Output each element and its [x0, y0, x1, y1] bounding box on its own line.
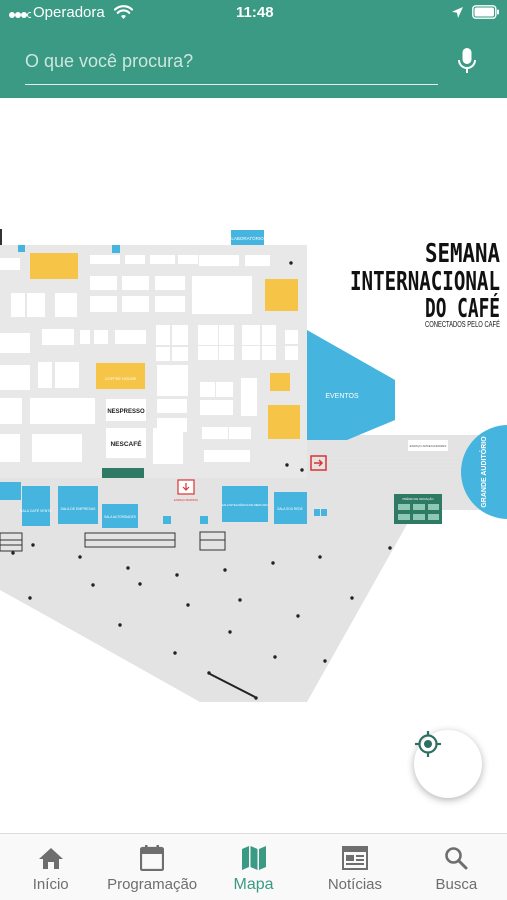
brand-title-line1: SEMANA — [425, 239, 500, 269]
espaco-apreciadores-label: ESPAÇO APRECIADORES — [410, 444, 447, 448]
nescafe-label: NESCAFÉ — [110, 439, 142, 448]
exit-sign-icon — [310, 455, 327, 471]
news-icon — [341, 846, 368, 870]
tab-noticias[interactable]: Notícias — [304, 834, 405, 900]
crosshair-icon — [415, 731, 441, 757]
tab-programacao[interactable]: Programação — [101, 834, 202, 900]
espaco-apreciadores-booth — [408, 440, 448, 451]
sala-inteligencia-label: SALA INTELIGÊNCIA DE MERCADO — [222, 502, 270, 507]
premio-stands — [398, 504, 439, 520]
microphone-icon[interactable] — [456, 47, 478, 75]
sala-de-empresas-label: SALA DE EMPRESAS — [60, 507, 96, 511]
battery-icon — [472, 5, 499, 19]
premio-label: PRÊMIO DE INOVAÇÃO — [402, 496, 434, 501]
sala-inteligencia[interactable] — [222, 486, 268, 522]
grande-auditorio[interactable] — [461, 425, 507, 519]
corridor-east — [305, 435, 490, 479]
sala-cafe-vento[interactable] — [22, 486, 50, 526]
sala-cafe-vento-label: SALA CAFÉ VENTO — [20, 508, 52, 513]
tab-busca[interactable]: Busca — [406, 834, 507, 900]
nespresso-label: NESPRESSO — [107, 409, 145, 415]
laboratorio-booth[interactable] — [231, 230, 264, 245]
stage-line — [209, 673, 256, 698]
locate-me-button[interactable] — [414, 730, 482, 798]
booth-row-top — [0, 253, 270, 279]
sala-autoridades-label: SALA AUTORIDADES — [104, 515, 136, 519]
nescafe-booth[interactable] — [106, 428, 146, 458]
carrier-name: Operadora — [33, 4, 105, 21]
booth-grid — [0, 276, 298, 464]
meeting-rooms — [0, 482, 307, 528]
yellow-booths — [96, 279, 300, 439]
nespresso-booth[interactable] — [106, 399, 146, 421]
open-floor-area — [0, 510, 415, 702]
app-header: Operadora 11:48 — [0, 0, 507, 98]
location-services-icon — [452, 7, 463, 18]
sala-de-empresas[interactable] — [58, 486, 98, 524]
coffee-house-label: COFFEE HOUSE — [105, 376, 137, 381]
tab-mapa-label: Mapa — [233, 876, 274, 893]
status-bar: Operadora 11:48 — [0, 0, 507, 26]
corridor-stripes — [330, 455, 470, 469]
laboratorio-label: LABORATÓRIO — [231, 235, 264, 241]
tab-inicio[interactable]: Início — [0, 834, 101, 900]
brand-tagline: CONECTADOS PELO CAFÉ — [425, 320, 500, 329]
search-input[interactable] — [25, 46, 435, 76]
search-field — [25, 42, 438, 85]
pillars — [11, 261, 392, 700]
venue-map[interactable]: LABORATÓRIO — [0, 98, 507, 833]
brand-title-line3: DO CAFÉ — [425, 292, 500, 324]
eventos-label: EVENTOS — [325, 393, 359, 400]
bottom-tab-bar: Início Programação Mapa Notícias Busca — [0, 833, 507, 900]
home-icon — [38, 848, 63, 869]
brand-title-line2: INTERNACIONAL — [350, 267, 500, 297]
grande-auditorio-label: GRANDE AUDITÓRIO — [479, 436, 488, 508]
tab-busca-label: Busca — [435, 876, 478, 893]
green-booth-small — [102, 468, 144, 478]
tab-noticias-label: Notícias — [327, 876, 383, 893]
status-time: 11:48 — [236, 4, 274, 21]
calendar-icon — [140, 845, 165, 871]
building-structures — [0, 531, 226, 552]
sala-autoridades[interactable] — [102, 504, 138, 528]
espaco-barista-label: ESPAÇO BARISTA — [174, 498, 198, 502]
eventos-room[interactable] — [307, 330, 395, 440]
search-icon — [445, 847, 468, 870]
map-edge-marker — [0, 229, 2, 245]
sala-sou-rede[interactable] — [274, 492, 307, 524]
venue-floor-plan[interactable]: LABORATÓRIO — [0, 98, 507, 833]
tab-mapa[interactable]: Mapa — [203, 834, 304, 900]
signal-strength-icon — [9, 12, 31, 18]
tab-inicio-label: Início — [32, 876, 69, 893]
map-icon — [241, 846, 266, 870]
wayfinding-markers — [18, 245, 327, 524]
sala-sou-rede-label: SALA SOU REDE — [277, 507, 303, 511]
wifi-icon — [114, 5, 133, 19]
tab-programacao-label: Programação — [107, 876, 198, 893]
